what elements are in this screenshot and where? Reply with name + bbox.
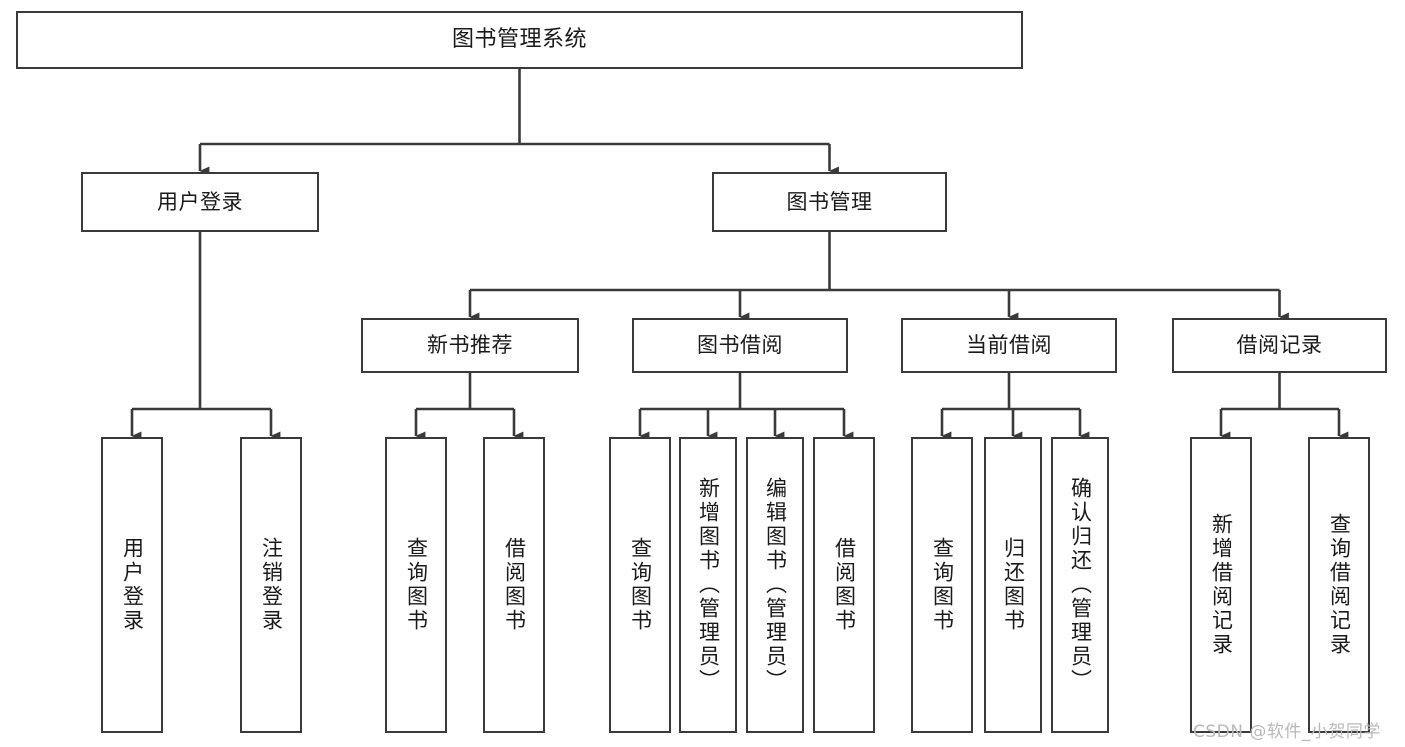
node-r1[interactable]: 新增借阅记录 [1190,437,1252,733]
node-label: 图书管理 [786,189,873,214]
node-label: 借阅记录 [1236,333,1323,358]
node-label: 查询借阅记录 [1327,513,1352,657]
node-b3[interactable]: 编辑图书（管理员） [746,437,804,733]
node-label: 归还图书 [1001,537,1026,633]
node-root[interactable]: 图书管理系统 [16,11,1023,69]
node-l2[interactable]: 注销登录 [240,437,302,733]
node-b1[interactable]: 查询图书 [609,437,671,733]
node-label: 新增图书（管理员） [696,477,721,693]
node-records[interactable]: 借阅记录 [1172,318,1387,373]
node-label: 用户登录 [120,537,145,633]
node-label: 借阅图书 [502,537,527,633]
node-b2[interactable]: 新增图书（管理员） [679,437,737,733]
node-label: 借阅图书 [832,537,857,633]
node-l1[interactable]: 用户登录 [101,437,163,733]
node-bookmgmt[interactable]: 图书管理 [712,172,947,232]
node-b4[interactable]: 借阅图书 [813,437,875,733]
edge-group [130,69,1349,441]
node-c3[interactable]: 确认归还（管理员） [1051,437,1109,733]
node-label: 编辑图书（管理员） [763,477,788,693]
node-label: 当前借阅 [966,333,1052,358]
node-label: 确认归还（管理员） [1068,477,1093,693]
node-c1[interactable]: 查询图书 [911,437,973,733]
node-label: 查询图书 [628,537,653,633]
node-n1[interactable]: 查询图书 [385,437,447,733]
node-label: 用户登录 [157,189,243,214]
node-label: 图书借阅 [697,333,783,358]
node-borrow[interactable]: 图书借阅 [632,318,848,373]
node-label: 查询图书 [930,537,955,633]
node-n2[interactable]: 借阅图书 [483,437,545,733]
node-c2[interactable]: 归还图书 [984,437,1042,733]
node-label: 查询图书 [404,537,429,633]
node-label: 新增借阅记录 [1209,513,1234,657]
node-newbook[interactable]: 新书推荐 [361,318,579,373]
node-current[interactable]: 当前借阅 [901,318,1117,373]
node-login[interactable]: 用户登录 [81,172,319,232]
node-label: 注销登录 [259,537,284,633]
node-label: 新书推荐 [427,333,513,358]
node-label: 图书管理系统 [451,27,587,53]
node-r2[interactable]: 查询借阅记录 [1308,437,1370,733]
